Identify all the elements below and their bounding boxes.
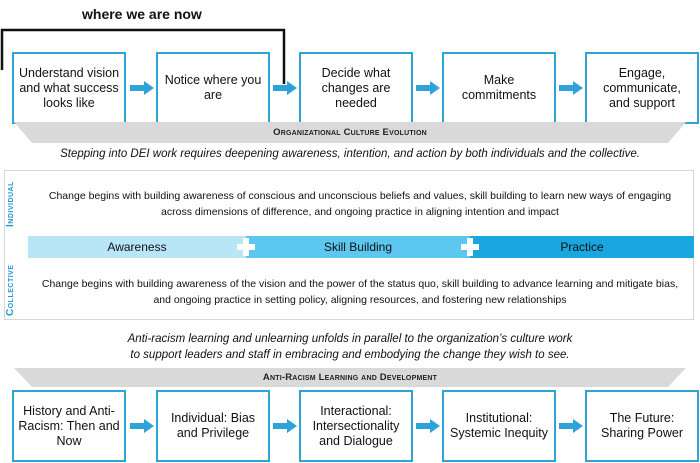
progression-practice: Practice	[470, 236, 694, 258]
bottom-step-individual: Individual: Bias and Privilege	[156, 390, 270, 462]
top-banner-title: Organizational Culture Evolution	[273, 127, 427, 138]
top-banner: Organizational Culture Evolution	[0, 122, 700, 143]
bottom-step-future: The Future: Sharing Power	[585, 390, 699, 462]
top-step-engage-communicate: Engage, communicate, and support	[585, 52, 699, 124]
plus-icon	[237, 238, 255, 256]
collective-description: Change begins with building awareness of…	[41, 278, 679, 306]
top-step-make-commitments: Make commitments	[442, 52, 556, 124]
progression-practice-label: Practice	[560, 240, 604, 254]
bottom-banner: Anti-Racism Learning and Development	[0, 368, 700, 387]
bottom-step-history: History and Anti-Racism: Then and Now	[12, 390, 126, 462]
individual-description: Change begins with building awareness of…	[48, 190, 672, 218]
parallel-line-1: Anti-racism learning and unlearning unfo…	[127, 333, 573, 345]
arrow-icon	[130, 81, 154, 95]
current-position-label: where we are now	[82, 6, 202, 22]
progression-skill-building: Skill Building	[246, 236, 470, 258]
progression-awareness-label: Awareness	[107, 240, 167, 254]
top-step-notice-where-you-are: Notice where you are	[156, 52, 270, 124]
arrow-icon	[416, 81, 440, 95]
current-position-bracket	[0, 28, 286, 84]
plus-icon	[461, 238, 479, 256]
arrow-icon	[416, 419, 440, 433]
progression-awareness: Awareness	[28, 236, 246, 258]
arrow-icon	[559, 81, 583, 95]
arrow-icon	[559, 419, 583, 433]
bottom-step-interactional: Interactional: Intersectionality and Dia…	[299, 390, 413, 462]
progression-skill-building-label: Skill Building	[323, 240, 393, 254]
arrow-icon	[130, 419, 154, 433]
bottom-banner-title: Anti-Racism Learning and Development	[262, 372, 438, 383]
individual-label: Individual	[5, 181, 16, 227]
top-step-understand-vision: Understand vision and what success looks…	[12, 52, 126, 124]
intro-line: Stepping into DEI work requires deepenin…	[60, 148, 640, 160]
arrow-icon	[273, 419, 297, 433]
banner-shape	[14, 368, 686, 387]
bottom-step-institutional: Institutional: Systemic Inequity	[442, 390, 556, 462]
arrow-icon	[273, 81, 297, 95]
banner-shape	[14, 122, 686, 143]
parallel-line-2: to support leaders and staff in embracin…	[130, 349, 570, 361]
collective-label: Collective	[5, 264, 16, 316]
top-step-decide-changes: Decide what changes are needed	[299, 52, 413, 124]
